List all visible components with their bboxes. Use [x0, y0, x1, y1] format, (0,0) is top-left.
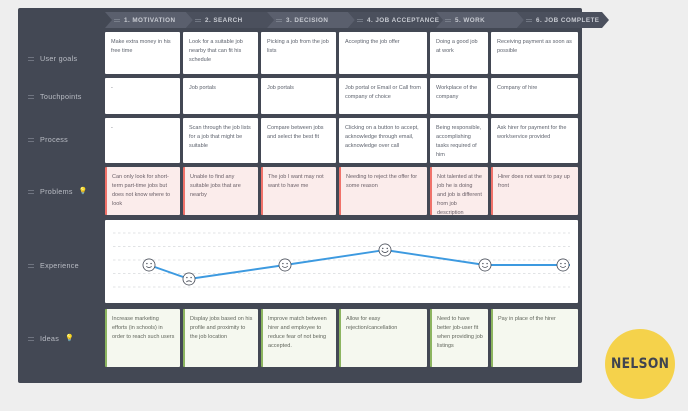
emotion-marker-layer: [105, 220, 578, 303]
card-user-goal-3[interactable]: Picking a job from the job lists: [261, 32, 336, 74]
row-label-user-goals[interactable]: User goals: [28, 54, 77, 63]
card-user-goal-6[interactable]: Receiving payment as soon as possible: [491, 32, 578, 74]
drag-handle-icon[interactable]: [195, 17, 201, 23]
row-label-problems[interactable]: Problems 💡: [28, 187, 88, 196]
row-process: - Scan through the job lists for a job t…: [105, 118, 578, 163]
card-idea-3[interactable]: Improve match between hirer and employee…: [261, 309, 336, 367]
stage-label: 1. MOTIVATION: [124, 16, 176, 24]
stage-header-bar: 1. MOTIVATION 2. SEARCH 3. DECISION 4. J…: [105, 12, 578, 28]
emoji-smile-5[interactable]: [478, 258, 492, 272]
row-user-goals: Make extra money in his free time Look f…: [105, 32, 578, 74]
card-touchpoint-4[interactable]: Job portal or Email or Call from company…: [339, 78, 427, 114]
stage-label: 3. DECISION: [286, 16, 329, 24]
card-user-goal-2[interactable]: Look for a suitable job nearby that can …: [183, 32, 258, 74]
card-touchpoint-2[interactable]: Job portals: [183, 78, 258, 114]
drag-handle-icon[interactable]: [357, 17, 363, 23]
card-problem-6[interactable]: Hirer does not want to pay up front: [491, 167, 578, 215]
stage-header-2[interactable]: 2. SEARCH: [186, 12, 274, 28]
row-problems: Can only look for short-term part-time j…: [105, 167, 578, 215]
drag-handle-icon[interactable]: [28, 56, 34, 62]
stage-label: 5. WORK: [455, 16, 486, 24]
card-user-goal-5[interactable]: Doing a good job at work: [430, 32, 488, 74]
row-label-text: Touchpoints: [40, 92, 82, 101]
drag-handle-icon[interactable]: [445, 17, 451, 23]
card-problem-4[interactable]: Needing to reject the offer for some rea…: [339, 167, 427, 215]
card-problem-2[interactable]: Unable to find any suitable jobs that ar…: [183, 167, 258, 215]
drag-handle-icon[interactable]: [28, 189, 34, 195]
emotion-curve: [149, 250, 570, 279]
card-idea-5[interactable]: Need to have better job-user fit when pr…: [430, 309, 488, 367]
card-process-5[interactable]: Being responsible, accomplishing tasks r…: [430, 118, 488, 163]
row-label-process[interactable]: Process: [28, 135, 68, 144]
card-problem-5[interactable]: Not talented at the job he is doing and …: [430, 167, 488, 215]
card-process-1[interactable]: -: [105, 118, 180, 163]
drag-handle-icon[interactable]: [28, 336, 34, 342]
row-label-text: Process: [40, 135, 69, 144]
card-idea-1[interactable]: Increase marketing efforts (in schools) …: [105, 309, 180, 367]
drag-handle-icon[interactable]: [28, 263, 34, 269]
nelson-logo: NELSON: [605, 329, 675, 399]
row-label-ideas[interactable]: Ideas 💡: [28, 334, 74, 343]
card-problem-3[interactable]: The job I want may not want to have me: [261, 167, 336, 215]
journey-map-board: User goals Touchpoints Process Problems 💡…: [18, 8, 582, 383]
logo-text: NELSON: [610, 356, 670, 372]
card-idea-4[interactable]: Allow for easy rejection/cancellation: [339, 309, 427, 367]
row-ideas: Increase marketing efforts (in schools) …: [105, 309, 578, 367]
drag-handle-icon[interactable]: [28, 94, 34, 100]
card-touchpoint-5[interactable]: Workplace of the company: [430, 78, 488, 114]
experience-chart[interactable]: [105, 220, 578, 303]
drag-handle-icon[interactable]: [526, 17, 532, 23]
emoji-slight-smile-1[interactable]: [142, 258, 156, 272]
card-process-6[interactable]: Ask hirer for payment for the work/servi…: [491, 118, 578, 163]
card-touchpoint-6[interactable]: Company of hire: [491, 78, 578, 114]
emoji-happy-4[interactable]: [378, 243, 392, 257]
row-touchpoints: - Job portals Job portals Job portal or …: [105, 78, 578, 114]
card-idea-2[interactable]: Display jobs based on his profile and pr…: [183, 309, 258, 367]
card-user-goal-1[interactable]: Make extra money in his free time: [105, 32, 180, 74]
stage-header-5[interactable]: 5. WORK: [436, 12, 524, 28]
lightbulb-icon: 💡: [65, 335, 75, 342]
stage-label: 6. JOB COMPLETE: [536, 16, 600, 24]
card-idea-6[interactable]: Pay in place of the hirer: [491, 309, 578, 367]
row-label-text: Experience: [40, 261, 79, 270]
row-label-experience[interactable]: Experience: [28, 261, 79, 270]
card-process-2[interactable]: Scan through the job lists for a job tha…: [183, 118, 258, 163]
row-label-text: Problems: [40, 187, 73, 196]
row-label-rail: User goals Touchpoints Process Problems 💡…: [18, 8, 105, 383]
stage-header-4[interactable]: 4. JOB ACCEPTANCE: [348, 12, 443, 28]
stage-label: 4. JOB ACCEPTANCE: [367, 16, 440, 24]
stage-label: 2. SEARCH: [205, 16, 243, 24]
stage-header-6[interactable]: 6. JOB COMPLETE: [517, 12, 609, 28]
drag-handle-icon[interactable]: [114, 17, 120, 23]
row-label-text: User goals: [40, 54, 78, 63]
card-touchpoint-3[interactable]: Job portals: [261, 78, 336, 114]
card-process-4[interactable]: Clicking on a button to accept, acknowle…: [339, 118, 427, 163]
emoji-smile-3[interactable]: [278, 258, 292, 272]
emoji-frown-2[interactable]: [182, 272, 196, 286]
row-label-text: Ideas: [40, 334, 60, 343]
row-label-touchpoints[interactable]: Touchpoints: [28, 92, 82, 101]
stage-header-3[interactable]: 3. DECISION: [267, 12, 355, 28]
card-problem-1[interactable]: Can only look for short-term part-time j…: [105, 167, 180, 215]
drag-handle-icon[interactable]: [276, 17, 282, 23]
lightbulb-icon: 💡: [78, 188, 88, 195]
card-process-3[interactable]: Compare between jobs and select the best…: [261, 118, 336, 163]
stage-header-1[interactable]: 1. MOTIVATION: [105, 12, 193, 28]
emoji-smile-6[interactable]: [556, 258, 570, 272]
card-touchpoint-1[interactable]: -: [105, 78, 180, 114]
card-user-goal-4[interactable]: Accepting the job offer: [339, 32, 427, 74]
drag-handle-icon[interactable]: [28, 137, 34, 143]
